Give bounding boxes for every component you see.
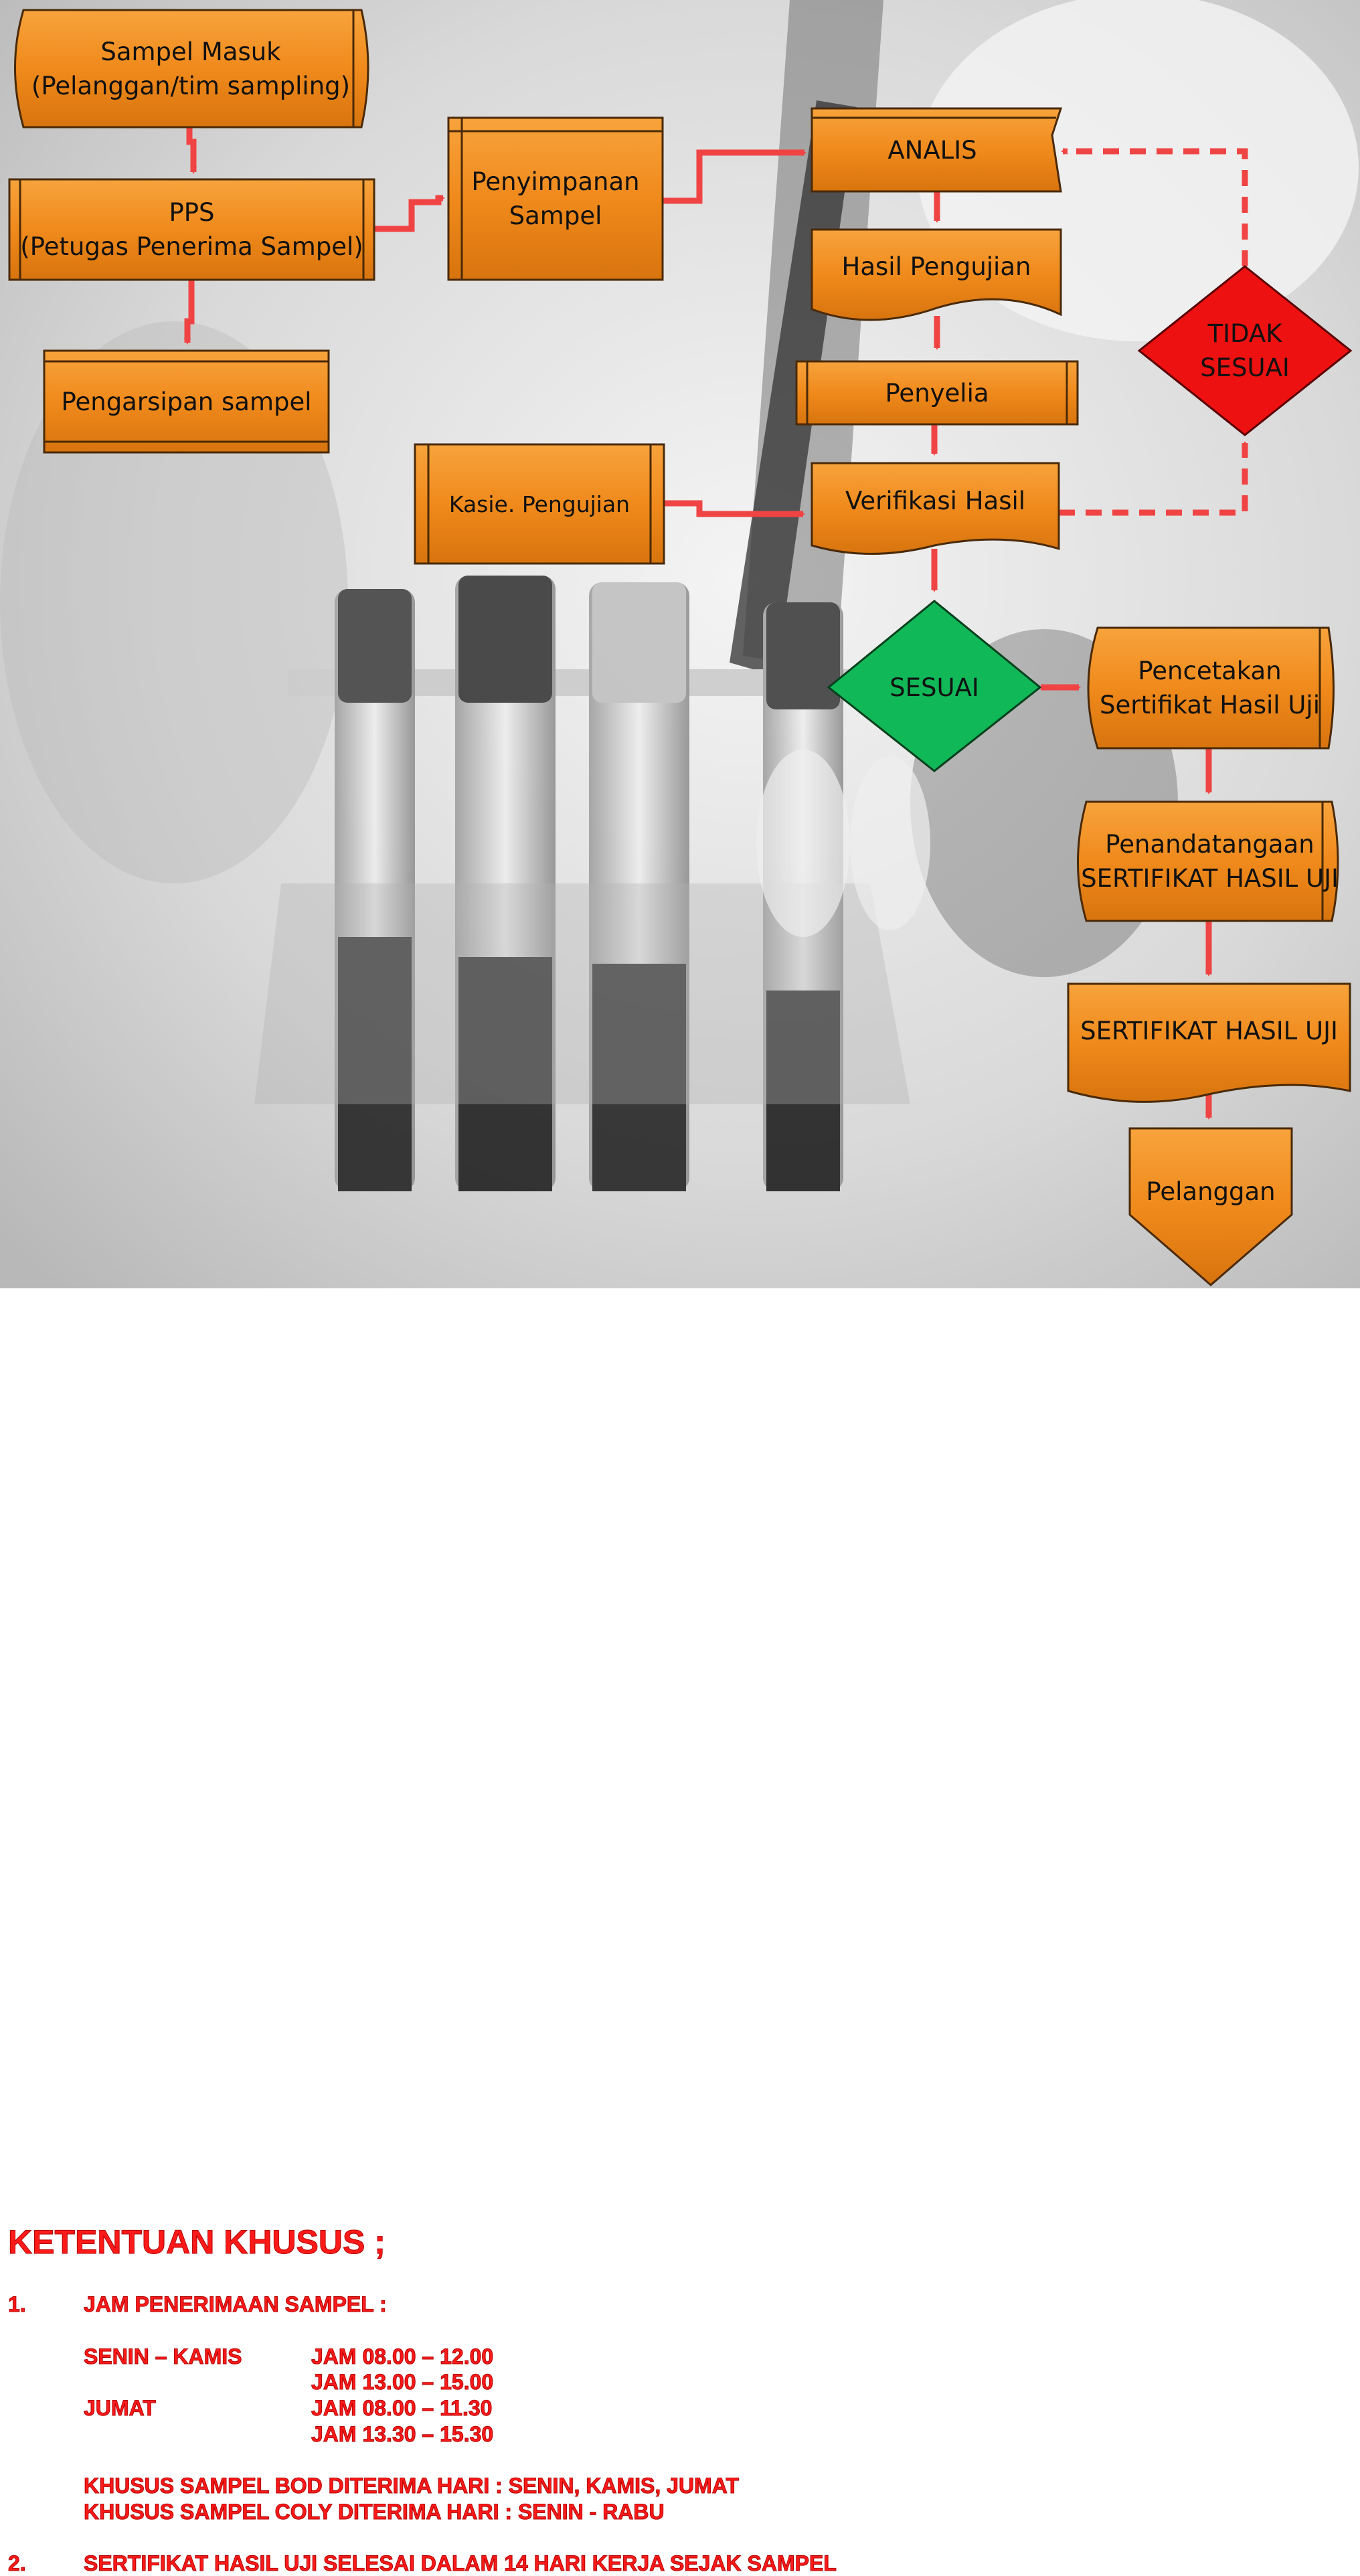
node-sampel-masuk: Sampel Masuk (Pelanggan/tim sampling) bbox=[31, 37, 351, 100]
item2-text: SERTIFIKAT HASIL UJI SELESAI DALAM 14 HA… bbox=[84, 2551, 837, 2576]
node-penyelia: Penyelia bbox=[885, 378, 989, 408]
node-pencetakan: Pencetakan Sertifikat Hasil Uji bbox=[1099, 657, 1320, 719]
node-tidak-sesuai: TIDAK SESUAI bbox=[1200, 319, 1290, 382]
node-penandatangan: Penandatangaan SERTIFIKAT HASIL UJI bbox=[1081, 830, 1339, 893]
node-pengarsipan: Pengarsipan sampel bbox=[61, 387, 312, 416]
shape-penyimpanan bbox=[447, 116, 664, 281]
node-sesuai: SESUAI bbox=[889, 673, 979, 702]
node-penyimpanan: Penyimpanan Sampel bbox=[471, 167, 640, 230]
shape-sampel-masuk bbox=[14, 9, 369, 128]
day-jumat: JUMAT bbox=[84, 2396, 157, 2421]
shape-penyelia bbox=[795, 360, 1079, 426]
arrow-tidak-to-analis-dashed bbox=[1061, 148, 1248, 266]
flowchart-diagram bbox=[0, 0, 1360, 1288]
shape-pencetakan bbox=[1087, 626, 1335, 750]
shape-pengarsipan bbox=[43, 349, 330, 454]
shape-analis bbox=[811, 107, 1063, 193]
shape-hasil-pengujian bbox=[811, 228, 1062, 321]
node-pps: PPS (Petugas Penerima Sampel) bbox=[20, 198, 363, 261]
arrow-pps-to-penyimpanan bbox=[371, 195, 445, 232]
node-kasie: Kasie. Pengujian bbox=[448, 491, 630, 517]
item1-title: JAM PENERIMAAN SAMPEL : bbox=[84, 2292, 388, 2317]
node-pelanggan: Pelanggan bbox=[1146, 1177, 1276, 1206]
connectors bbox=[184, 127, 1248, 1120]
shape-pelanggan bbox=[1128, 1127, 1293, 1286]
time-senin-kamis-2: JAM 13.00 – 15.00 bbox=[311, 2370, 494, 2395]
time-jumat-1: JAM 08.00 – 11.30 bbox=[311, 2396, 493, 2421]
arrow-kasie-to-verifikasi bbox=[663, 500, 805, 517]
shape-penandatangan bbox=[1077, 800, 1339, 922]
shape-kasie bbox=[414, 443, 665, 565]
notes-heading: KETENTUAN KHUSUS ; bbox=[8, 2223, 386, 2261]
shape-pps bbox=[8, 178, 375, 281]
item1-number: 1. bbox=[8, 2292, 27, 2317]
note-bod: KHUSUS SAMPEL BOD DITERIMA HARI : SENIN,… bbox=[84, 2474, 740, 2498]
arrow-sampel-to-pps bbox=[186, 127, 197, 174]
shape-tidak-sesuai bbox=[1137, 265, 1353, 436]
node-hasil-pengujian: Hasil Pengujian bbox=[841, 252, 1031, 281]
shapes bbox=[8, 9, 1351, 1286]
arrow-verifikasi-to-tidak-dashed bbox=[1059, 441, 1248, 516]
item2-number: 2. bbox=[8, 2551, 27, 2576]
note-coly: KHUSUS SAMPEL COLY DITERIMA HARI : SENIN… bbox=[84, 2500, 665, 2524]
shape-sertifikat bbox=[1067, 982, 1351, 1103]
shape-sesuai bbox=[827, 600, 1042, 772]
time-jumat-2: JAM 13.30 – 15.30 bbox=[311, 2422, 494, 2447]
node-sertifikat: SERTIFIKAT HASIL UJI bbox=[1080, 1016, 1338, 1045]
day-senin-kamis: SENIN – KAMIS bbox=[83, 2344, 242, 2369]
node-verifikasi: Verifikasi Hasil bbox=[845, 486, 1026, 515]
arrow-penyimpanan-to-analis bbox=[661, 149, 806, 204]
node-analis: ANALIS bbox=[887, 135, 977, 165]
shape-verifikasi bbox=[811, 462, 1060, 555]
arrow-pps-to-pengarsipan bbox=[184, 280, 195, 345]
time-senin-kamis-1: JAM 08.00 – 12.00 bbox=[311, 2344, 494, 2369]
